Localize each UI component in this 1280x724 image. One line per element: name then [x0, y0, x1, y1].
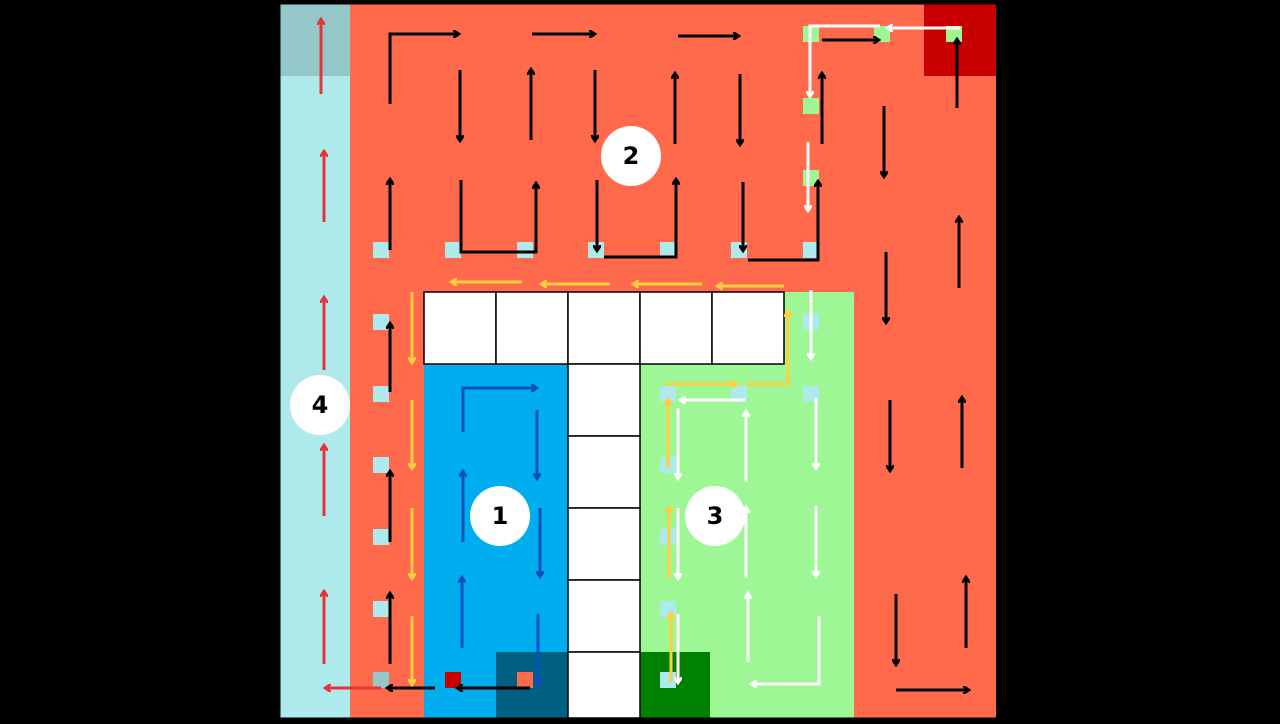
station-marker [373, 601, 389, 617]
diagram-border [277, 1, 1003, 721]
white-block [567, 435, 641, 509]
white-blocks [423, 291, 785, 719]
zone-label-badge [290, 375, 350, 435]
region-4 [278, 2, 350, 718]
white-arrow-icon [752, 616, 821, 684]
zone-label-text: 1 [492, 502, 509, 530]
floor-zone-diagram: 1 2 3 4 [277, 1, 1003, 721]
station-marker [803, 242, 819, 258]
white-block [639, 291, 713, 365]
black-arrow-icon [604, 180, 676, 259]
white-block [495, 291, 569, 365]
zone-label-text: 2 [623, 142, 640, 170]
white-block [567, 579, 641, 653]
station-marker [373, 242, 389, 258]
diagram-canvas: 1 2 3 4 [277, 1, 1003, 721]
black-arrow-icon [388, 34, 458, 104]
white-block [567, 651, 641, 719]
station-marker [660, 386, 676, 402]
station-markers [373, 26, 962, 688]
station-marker [660, 601, 676, 617]
black-arrow-icon [459, 180, 536, 254]
station-marker [517, 242, 533, 258]
white-block [711, 291, 785, 365]
station-marker [373, 529, 389, 545]
station-marker [517, 672, 533, 688]
blue-arrow-icon [461, 388, 536, 432]
station-marker [660, 242, 676, 258]
white-block [567, 291, 641, 365]
zone-labels: 1 2 3 4 [290, 126, 745, 546]
station-marker [731, 242, 747, 258]
station-marker [731, 386, 747, 402]
zone-label-badge [470, 486, 530, 546]
station-marker [445, 672, 461, 688]
station-marker [803, 98, 819, 114]
zone-label-badge [601, 126, 661, 186]
black-arrow-icon [748, 182, 818, 262]
white-arrow-icon [810, 24, 880, 96]
station-marker [373, 672, 389, 688]
station-marker [445, 242, 461, 258]
white-block [567, 363, 641, 437]
flow-arrows [321, 20, 968, 690]
white-block [567, 507, 641, 581]
zone-label-text: 3 [707, 502, 724, 530]
station-marker [373, 314, 389, 330]
station-marker [373, 386, 389, 402]
yellow-arrow-icon [746, 312, 788, 386]
region-4-top [278, 2, 350, 76]
station-marker [373, 457, 389, 473]
zone-label-text: 4 [312, 391, 329, 419]
white-block [423, 291, 497, 365]
zone-label-badge [685, 486, 745, 546]
station-marker [660, 672, 676, 688]
